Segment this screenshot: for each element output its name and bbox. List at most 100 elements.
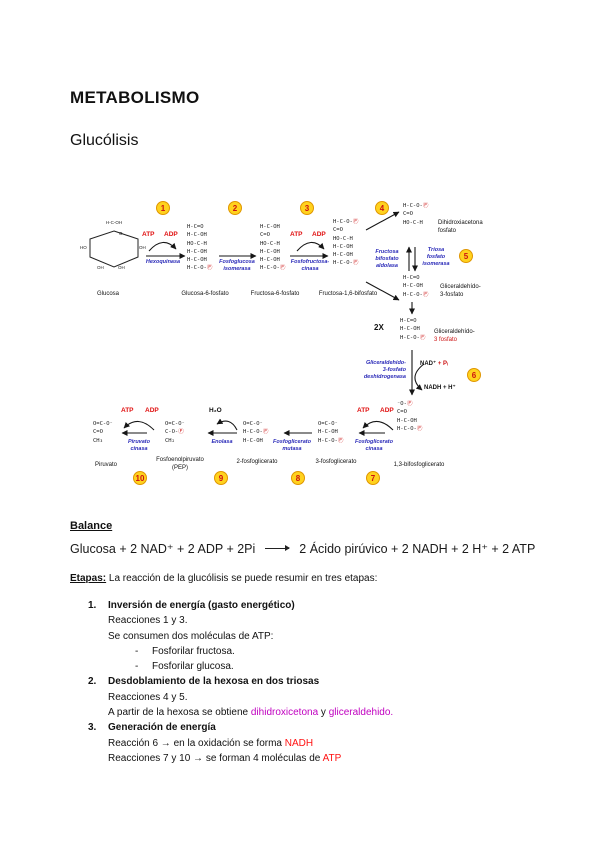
glycolysis-pathway-diagram: 1 2 3 4 5 6 7 8 9 10 H-C-OH O HO OH OH O… [60,190,557,502]
atp-highlight: ATP [322,752,342,764]
list-item-2-title-text: Desdoblamiento de la hexosa en dos trios… [108,676,320,688]
atp-label-step1: ATP [142,231,155,238]
step-circle-8: 8 [291,471,305,485]
step-circle-3: 3 [300,201,314,215]
sub-item-text: Fosforilar glucosa. [152,661,234,673]
list-item-1-title: 1. Inversión de energía (gasto energético… [88,598,558,613]
list-item-1-sub1: - Fosforilar fructosa. [88,644,558,659]
step-circle-4: 4 [375,201,389,215]
sub-item-text: Fosforilar fructosa. [152,645,235,657]
list-item-3-line2: Reacciones 7 y 10 → se forman 4 molécula… [88,751,558,766]
glucose-hexagon [89,230,139,268]
dash-bullet: - [135,661,139,673]
list-item-2-line2: A partir de la hexosa se obtiene dihidro… [88,705,558,720]
dihidroxicetona-highlight: dihidroxicetona [250,707,319,719]
adp-label-step10: ADP [145,407,159,414]
g3p2-label-line2: 3 fosfato [434,336,458,343]
g3p2-label-line1: Gliceraldehído- [434,329,475,335]
etapas-intro: La reacción de la glucólisis se puede re… [106,573,378,584]
etapas-heading: Etapas: La reacción de la glucólisis se … [70,573,377,584]
enzyme-fosfofructosa-cinasa: Fosfofructosa-cinasa [290,259,330,273]
atp-label-step7: ATP [357,407,370,414]
molecule-glucosa-ring: H-C-OH O HO OH OH OH [80,220,146,290]
molecule-label-g6p: Glucosa-6-fosfato [181,291,229,297]
hydroxyl-bottom-1: OH [97,265,104,270]
list-item-1-title-text: Inversión de energía (gasto energético) [108,600,295,611]
nad-pi-label: NAD⁺ + Pᵢ [420,360,448,367]
line-text: A partir de la hexosa se obtiene [108,707,251,719]
hydroxyl-right: OH [139,245,146,250]
adp-label-step1: ADP [164,231,178,238]
hydroxyl-left: HO [80,245,87,250]
molecule-label-glucosa: Glucosa [96,291,119,297]
nadh-highlight: NADH [284,737,314,749]
molecule-label-pep: Fosfoenolpiruvato(PEP) [156,457,204,471]
list-item-1-line1: Reacciones 1 y 3. [108,615,188,627]
step-circle-1: 1 [156,201,170,215]
atp-label-step3: ATP [290,231,303,238]
step-circle-2: 2 [228,201,242,215]
list-item-1-number: 1. [88,600,97,611]
adp-label-step3: ADP [312,231,326,238]
molecule-label-2pg: 2-fosfoglicerato [236,459,278,465]
list-item-3-line1: Reacción 6 → en la oxidación se forma NA… [88,736,558,751]
step-circle-5: 5 [459,249,473,263]
step-circle-9: 9 [214,471,228,485]
step-circle-6: 6 [467,368,481,382]
molecule-label-g3p-2x: Gliceraldehído- 3 fosfato [434,329,494,345]
nad-text: NAD⁺ [420,361,438,367]
equation-right: 2 Ácido pirúvico + 2 NADH + 2 H⁺ + 2 ATP [299,542,536,556]
list-item-3-title: 3. Generación de energía [88,720,558,735]
hydroxyl-bottom-2: OH [118,265,125,270]
list-item-1-line2: Se consumen dos moléculas de ATP: [108,630,274,642]
enzyme-hexoquinasa: Hexoquinasa [145,259,181,265]
list-item-3-number: 3. [88,722,97,734]
etapas-label: Etapas: [70,573,107,584]
list-item-1-sub2: - Fosforilar glucosa. [88,659,558,674]
reaction-arrows [121,211,425,436]
list-item-2-title: 2.Desdoblamiento de la hexosa en dos tri… [88,674,558,689]
balance-equation: Glucosa + 2 NAD⁺ + 2 ADP + 2Pi 2 Ácido p… [70,541,535,556]
molecule-label-f16bp: Fructosa-1,6-bifosfato [318,291,378,297]
dash-bullet: - [135,645,139,657]
molecule-label-f6p: Fructosa-6-fosfato [250,291,300,297]
molecule-label-piruvato: Piruvato [94,462,117,468]
step-circle-10: 10 [133,471,147,485]
pi-text: + Pᵢ [437,361,448,367]
balance-heading: Balance [70,520,113,532]
page-title: METABOLISMO [70,88,200,107]
line-text: y [318,707,329,719]
h2o-label: H₂O [209,407,222,414]
molecule-label-3pg: 3-fosfoglicerato [315,459,357,465]
enzyme-enolasa: Enolasa [211,439,233,445]
etapas-list: 1. Inversión de energía (gasto energético… [88,598,558,766]
nadh-label: NADH + H⁺ [424,384,456,391]
list-item-2-line1: Reacciones 4 y 5. [108,691,188,703]
list-item-3-title-text: Generación de energía [108,722,216,734]
two-x-multiplier: 2X [374,323,384,332]
gliceraldehido-highlight: gliceraldehido. [328,707,394,719]
line-text: Reacciones 7 y 10 → se forman 4 molécula… [108,752,323,764]
equation-left: Glucosa + 2 NAD⁺ + 2 ADP + 2Pi [70,542,256,556]
ring-oxygen: O [119,231,123,236]
step-circle-7: 7 [366,471,380,485]
equation-arrow-icon [265,544,291,553]
